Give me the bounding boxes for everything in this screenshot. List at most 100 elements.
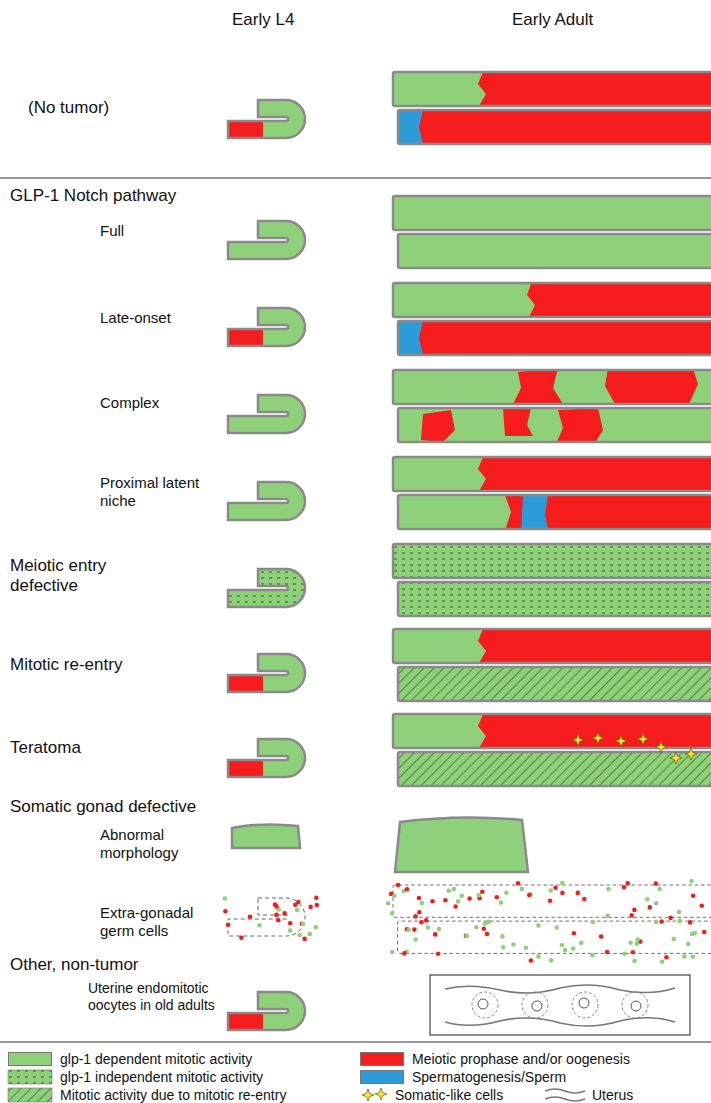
germ-cell-dot: [688, 920, 693, 925]
germ-cell-dot: [456, 899, 461, 904]
row-label: GLP-1 Notch pathway: [10, 186, 176, 206]
germ-cell-dot: [699, 903, 704, 908]
germ-cell-dot: [549, 958, 554, 963]
germ-cell-dot: [302, 937, 307, 942]
germ-cell-dot: [677, 919, 682, 924]
germ-cell-dot: [632, 908, 637, 913]
germ-cell-dot: [654, 920, 659, 925]
germ-cell-dot: [511, 942, 516, 947]
germ-cell-dot: [413, 914, 418, 919]
germ-cell-dot: [392, 893, 397, 898]
germ-cell-dot: [223, 896, 228, 901]
germ-cell-dot: [406, 927, 411, 932]
germ-cell-dot: [295, 908, 300, 913]
legend-text: glp-1 dependent mitotic activity: [60, 1051, 252, 1068]
row-label: Early L4: [232, 10, 294, 30]
germ-cell-dot: [257, 923, 262, 928]
germ-cell-dot: [301, 922, 306, 927]
germ-cell-dot: [632, 959, 637, 964]
germ-cell-dot: [430, 899, 435, 904]
germ-cell-dot: [579, 941, 584, 946]
germ-cell-dot: [293, 902, 298, 907]
germ-cell-dot: [691, 893, 696, 898]
germ-cell-dot: [223, 909, 228, 914]
germ-cell-dot: [628, 941, 633, 946]
germ-cell-dot: [548, 899, 553, 904]
legend-swatch: [360, 1070, 404, 1084]
germ-cell-dot: [664, 955, 669, 960]
germ-cell-dot: [606, 887, 611, 892]
germ-cell-dot: [274, 904, 279, 909]
germ-cell-dot: [226, 922, 231, 927]
germ-cell-dot: [554, 925, 559, 930]
germ-cell-dot: [560, 881, 565, 886]
germ-cell-dot: [447, 888, 452, 893]
germ-cell-dot: [536, 923, 541, 928]
germ-cell-dot: [527, 893, 532, 898]
germ-cell-dot: [297, 933, 302, 938]
legend-text: Somatic-like cells: [395, 1087, 503, 1103]
germ-cell-dot: [504, 890, 509, 895]
germ-cell-dot: [420, 901, 425, 906]
row-label: Meiotic entry defective: [10, 556, 160, 597]
legend-swatch: [8, 1052, 52, 1066]
germ-cell-dot: [467, 896, 472, 901]
germ-cell-dot: [660, 960, 665, 965]
germ-cell-dot: [668, 916, 673, 921]
legend-text: Spermatogenesis/Sperm: [412, 1069, 566, 1086]
germ-cell-dot: [239, 936, 244, 941]
germ-cell-dot: [576, 891, 581, 896]
germ-cell-dot: [482, 926, 487, 931]
legend-swatch: [360, 1052, 404, 1066]
germ-cell-dot: [635, 937, 640, 942]
germ-cell-dot: [485, 932, 490, 937]
germ-cell-dot: [495, 895, 500, 900]
germ-cell-dot: [464, 934, 469, 939]
germ-cell-dot: [480, 889, 485, 894]
germ-cell-dot: [645, 897, 650, 902]
germ-cell-dot: [412, 927, 417, 932]
germ-cell-dot: [501, 945, 506, 950]
germ-cell-dot: [499, 900, 504, 905]
germ-cell-dot: [582, 897, 587, 902]
row-label: Late-onset: [100, 309, 171, 327]
germ-cell-dot: [426, 925, 431, 930]
germ-cell-dot: [560, 943, 565, 948]
germ-cell-dot: [536, 954, 541, 959]
row-label: Mitotic re-entry: [10, 655, 122, 675]
row-label: Proximal latent niche: [100, 474, 212, 510]
germ-cell-dot: [560, 891, 565, 896]
row-label: Somatic gonad defective: [10, 797, 196, 817]
row-label: Uterine endomitotic oocytes in old adult…: [88, 980, 224, 1014]
germ-cell-dot: [572, 931, 577, 936]
germ-cell-dot: [453, 904, 458, 909]
germ-cell-dot: [474, 925, 479, 930]
germ-cell-dot: [672, 937, 677, 942]
germ-cell-dot: [625, 881, 630, 886]
legend-text: Meiotic prophase and/or oogenesis: [412, 1051, 630, 1068]
row-label: Complex: [100, 394, 159, 412]
germ-cell-dot: [459, 893, 464, 898]
germ-cell-dot: [477, 893, 482, 898]
germ-cell-dot: [682, 954, 687, 959]
germ-cell-dot: [622, 885, 627, 890]
germ-cell-dot: [288, 921, 293, 926]
germ-cell-dot: [516, 881, 521, 886]
germ-cell-dot: [300, 922, 305, 927]
germ-cell-dot: [549, 888, 554, 893]
germ-cell-dot: [390, 911, 395, 916]
germ-cell-dot: [689, 879, 694, 884]
germ-cell-dot: [315, 903, 320, 908]
germ-cell-dot: [413, 937, 418, 942]
germ-cell-dot: [605, 950, 610, 955]
germ-cell-dot: [690, 932, 695, 937]
germ-cell-dot: [631, 950, 636, 955]
germ-cell-dot: [386, 901, 391, 906]
row-label: Early Adult: [512, 10, 593, 30]
germ-cell-dot: [417, 910, 422, 915]
germ-cell-dot: [282, 911, 287, 916]
row-label: Other, non-tumor: [10, 955, 139, 975]
germ-cell-dot: [629, 913, 634, 918]
germ-cell-dot: [605, 914, 610, 919]
germ-cell-dot: [308, 932, 313, 937]
